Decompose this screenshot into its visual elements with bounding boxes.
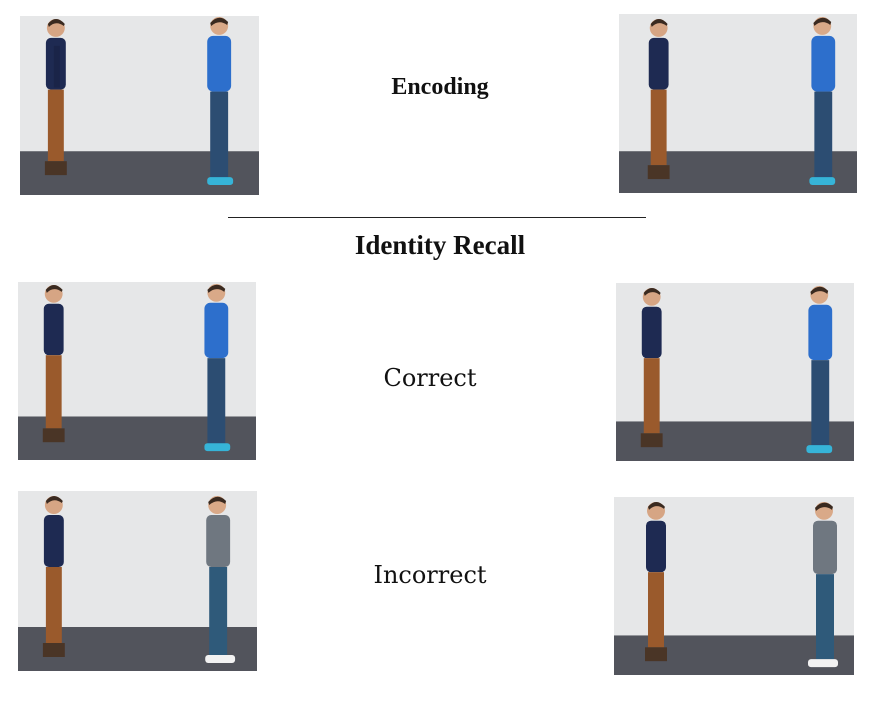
- correct-left-photo: [18, 282, 256, 460]
- incorrect-label: Incorrect: [373, 561, 487, 589]
- scene-incorrect-right: [614, 497, 854, 675]
- person-blue-sweater: [806, 285, 833, 454]
- person-gray-shirt: [205, 496, 236, 663]
- scene-incorrect-left: [18, 491, 257, 671]
- incorrect-right-photo: [614, 497, 854, 675]
- person-navy-sweater: [42, 496, 65, 657]
- encoding-left-photo: [20, 16, 259, 195]
- person-gray-shirt: [808, 501, 838, 668]
- encoding-right-photo: [619, 14, 857, 193]
- section-divider: [228, 217, 646, 218]
- person-navy-sweater: [647, 18, 670, 180]
- person-navy-sweater: [44, 18, 67, 176]
- person-blue-sweater: [809, 16, 836, 186]
- correct-right-photo: [616, 283, 854, 461]
- person-blue-sweater: [204, 283, 231, 452]
- correct-label: Correct: [383, 364, 477, 392]
- person-blue-sweater: [207, 16, 234, 186]
- identity-recall-heading: Identity Recall: [354, 230, 526, 260]
- scene-encoding-left: [20, 16, 259, 195]
- scene-correct-right: [616, 283, 854, 461]
- person-navy-sweater: [42, 284, 65, 443]
- scene-encoding-right: [619, 14, 857, 193]
- person-navy-sweater: [640, 287, 663, 448]
- person-navy-sweater: [645, 501, 667, 662]
- encoding-heading: Encoding: [391, 74, 489, 100]
- incorrect-left-photo: [18, 491, 257, 671]
- scene-correct-left: [18, 282, 256, 460]
